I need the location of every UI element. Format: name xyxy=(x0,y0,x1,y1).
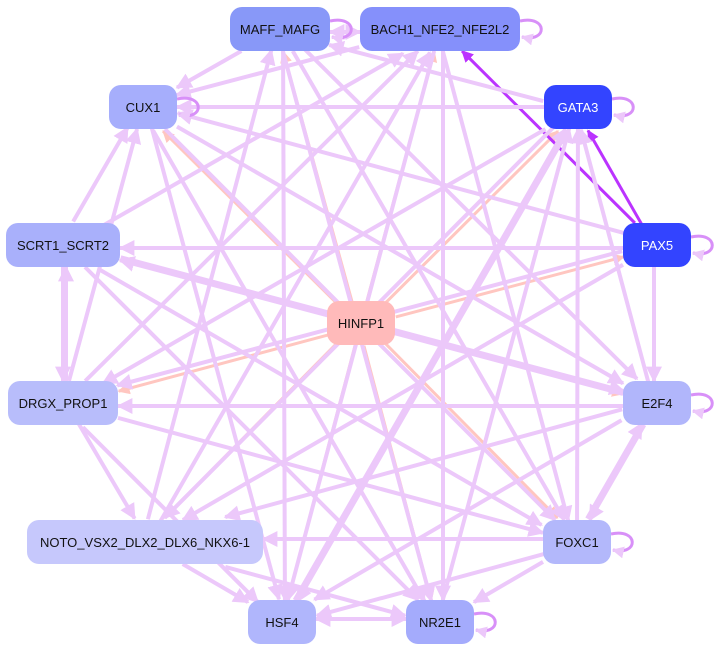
node-label: PAX5 xyxy=(640,237,674,253)
edge-maff_mafg-to-cux1 xyxy=(175,49,243,90)
node-label: BACH1_NFE2_NFE2L2 xyxy=(370,21,510,37)
node-e2f4[interactable]: E2F4 xyxy=(623,381,691,425)
edge-noto-to-nr2e1 xyxy=(224,564,407,620)
edge-hsf4-to-gata3 xyxy=(292,127,568,601)
edge-cux1-to-e2f4 xyxy=(176,124,625,386)
self-loop-nr2e1 xyxy=(473,611,497,639)
node-label: NR2E1 xyxy=(419,614,461,630)
node-cux1[interactable]: CUX1 xyxy=(109,85,177,129)
node-foxc1[interactable]: FOXC1 xyxy=(543,520,611,564)
node-label: HINFP1 xyxy=(337,315,385,331)
node-scrt[interactable]: SCRT1_SCRT2 xyxy=(6,223,120,267)
edge-cux1-to-nr2e1 xyxy=(151,129,427,603)
node-nr2e1[interactable]: NR2E1 xyxy=(406,600,474,644)
node-label: GATA3 xyxy=(557,99,599,115)
edge-gata3-to-drgx xyxy=(101,127,547,386)
node-hinfp1[interactable]: HINFP1 xyxy=(327,301,395,345)
edge-bach1-to-foxc1 xyxy=(441,51,573,523)
self-loop-e2f4 xyxy=(690,392,714,420)
edge-drgx-to-hsf4 xyxy=(81,425,260,604)
edge-scrt-to-bach1 xyxy=(101,51,405,228)
node-label: NOTO_VSX2_DLX2_DLX6_NKX6-1 xyxy=(39,534,251,550)
edge-nr2e1-to-gata3 xyxy=(441,126,574,600)
edge-gata3-to-hsf4 xyxy=(295,129,570,603)
edge-cux1-to-hsf4 xyxy=(149,127,283,601)
edge-pax5-to-gata3 xyxy=(586,129,644,226)
node-pax5[interactable]: PAX5 xyxy=(623,223,691,267)
edge-hinfp1-to-pax5 xyxy=(395,253,625,319)
edge-pax5-to-bach1 xyxy=(461,49,636,225)
edge-scrt-to-nr2e1 xyxy=(83,265,420,602)
edge-noto-to-hsf4 xyxy=(181,562,250,604)
node-label: HSF4 xyxy=(265,614,299,630)
self-loop-gata3 xyxy=(611,96,635,124)
self-loop-maff_mafg xyxy=(329,18,353,46)
node-noto[interactable]: NOTO_VSX2_DLX2_DLX6_NKX6-1 xyxy=(27,520,263,564)
node-label: FOXC1 xyxy=(555,534,599,550)
node-drgx[interactable]: DRGX_PROP1 xyxy=(8,381,118,425)
edge-e2f4-to-foxc1 xyxy=(587,424,647,522)
self-loop-pax5 xyxy=(690,234,714,262)
node-gata3[interactable]: GATA3 xyxy=(544,85,612,129)
node-label: DRGX_PROP1 xyxy=(18,395,108,411)
edge-drgx-to-foxc1 xyxy=(117,415,545,537)
node-label: SCRT1_SCRT2 xyxy=(17,237,109,253)
self-loop-cux1 xyxy=(176,96,200,124)
edge-scrt-to-cux1 xyxy=(71,126,130,223)
node-label: CUX1 xyxy=(125,99,161,115)
edge-foxc1-to-hsf4 xyxy=(315,552,545,620)
node-hsf4[interactable]: HSF4 xyxy=(248,600,316,644)
edge-drgx-to-noto xyxy=(76,422,137,520)
node-label: E2F4 xyxy=(641,395,673,411)
self-loop-foxc1 xyxy=(610,531,634,559)
self-loop-bach1 xyxy=(519,18,543,46)
edge-hinfp1-to-foxc1 xyxy=(383,341,559,519)
edge-maff_mafg-to-e2f4 xyxy=(302,47,639,381)
edge-e2f4-to-noto xyxy=(223,407,623,522)
edge-scrt-to-foxc1 xyxy=(98,267,543,527)
edge-e2f4-to-gata3 xyxy=(576,128,651,383)
edge-gata3-to-maff_mafg xyxy=(327,40,544,103)
node-maff_mafg[interactable]: MAFF_MAFG xyxy=(230,7,330,51)
edge-foxc1-to-e2f4 xyxy=(585,422,644,520)
edge-pax5-to-noto xyxy=(181,262,625,522)
edge-hinfp1-to-drgx xyxy=(117,333,329,395)
node-bach1[interactable]: BACH1_NFE2_NFE2L2 xyxy=(360,7,520,51)
node-label: MAFF_MAFG xyxy=(239,21,321,37)
edge-foxc1-to-gata3 xyxy=(569,127,586,521)
edge-maff_mafg-to-hsf4 xyxy=(276,50,293,602)
edge-foxc1-to-nr2e1 xyxy=(472,560,545,604)
edge-maff_mafg-to-foxc1 xyxy=(291,49,566,522)
